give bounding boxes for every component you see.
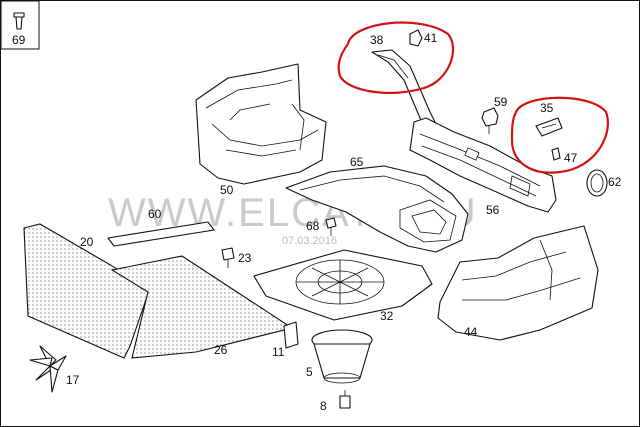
part-69-box[interactable]: 69 xyxy=(0,0,40,50)
part-56-rear-panel[interactable]: 56 xyxy=(409,117,557,217)
callout-60: 60 xyxy=(148,207,162,221)
callout-56: 56 xyxy=(486,203,500,217)
part-5-storage-tub[interactable]: 5 xyxy=(306,329,373,384)
part-62-round-cap[interactable]: 62 xyxy=(586,169,622,197)
callout-38: 38 xyxy=(370,33,384,47)
part-35-cover-cap[interactable]: 35 xyxy=(535,101,563,137)
callout-8: 8 xyxy=(320,399,327,413)
callout-32: 32 xyxy=(380,309,394,323)
callout-69: 69 xyxy=(12,33,26,47)
callout-23: 23 xyxy=(238,251,252,265)
part-65-parcel-trim[interactable]: 65 xyxy=(285,155,469,253)
part-59-fastener[interactable]: 59 xyxy=(481,95,508,134)
part-11-pad[interactable]: 11 xyxy=(272,321,299,359)
highlight-circle-38-41 xyxy=(337,21,454,94)
part-32-wheel-tray[interactable]: 32 xyxy=(253,249,433,323)
callout-44: 44 xyxy=(464,325,478,339)
part-50-side-trim[interactable]: 50 xyxy=(195,63,327,197)
callout-65: 65 xyxy=(350,155,364,169)
callout-62: 62 xyxy=(608,175,622,189)
part-20-side-carpet[interactable]: 20 xyxy=(23,223,151,359)
part-26-floor-carpet[interactable]: 26 xyxy=(110,255,294,359)
callout-26: 26 xyxy=(214,343,228,357)
callout-17: 17 xyxy=(66,373,80,387)
part-8-bolt[interactable]: 8 xyxy=(320,390,351,413)
callout-35: 35 xyxy=(540,101,554,115)
callout-59: 59 xyxy=(494,95,508,109)
callout-47: 47 xyxy=(564,151,578,165)
part-68-fastener[interactable]: 68 xyxy=(306,217,337,236)
callout-11: 11 xyxy=(272,345,285,359)
callout-5: 5 xyxy=(306,365,313,379)
callout-68: 68 xyxy=(306,219,320,233)
part-44-right-trim[interactable]: 44 xyxy=(437,225,599,341)
callout-41: 41 xyxy=(424,31,438,45)
callout-50: 50 xyxy=(220,183,234,197)
watermark-date: 07.03.2016 xyxy=(282,235,337,247)
part-60-trim-strip[interactable]: 60 xyxy=(107,207,215,247)
callout-20: 20 xyxy=(80,235,94,249)
part-23-fastener[interactable]: 23 xyxy=(221,247,252,268)
part-41-clip[interactable]: 41 xyxy=(409,29,438,47)
part-47-clip[interactable]: 47 xyxy=(551,147,578,165)
part-17-fan-clip[interactable]: 17 xyxy=(29,345,80,393)
highlight-circle-35-47 xyxy=(510,96,609,174)
